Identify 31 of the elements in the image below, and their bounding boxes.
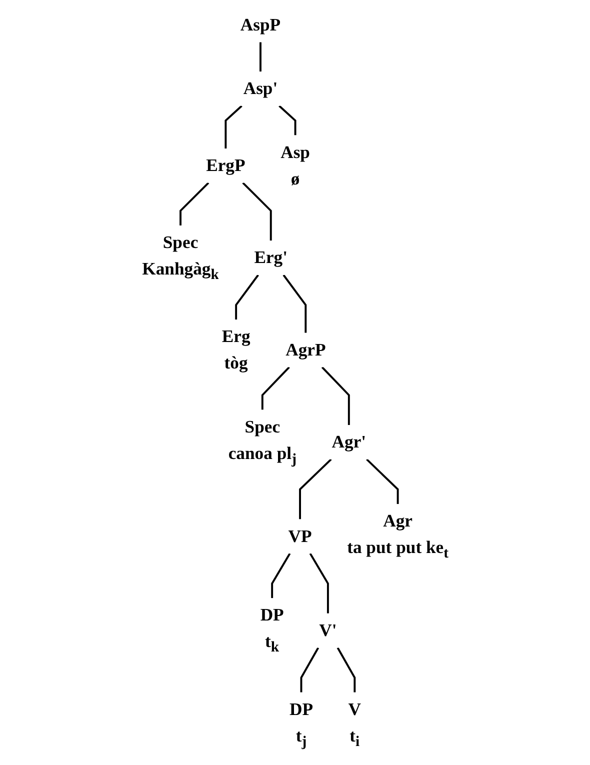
node-text: AgrP [285, 340, 326, 360]
node-text: AspP [240, 14, 280, 34]
node-text: ErgP [206, 155, 245, 175]
connector [261, 366, 290, 410]
node-text: Asp ø [280, 142, 310, 188]
connector [259, 42, 262, 72]
connector [366, 458, 398, 504]
node-text: V t$_{i}$ [348, 699, 361, 750]
node-text: V' [318, 620, 336, 640]
node-text: DP t$_{j}$ [289, 699, 313, 750]
connector [321, 366, 350, 426]
connector [224, 105, 242, 148]
connector [282, 274, 306, 333]
node-text: Agr ta put put ke$_{t}$ [346, 510, 448, 562]
connector [298, 458, 332, 520]
connector [278, 105, 296, 136]
node-text: Erg tòg [222, 326, 250, 373]
connector [234, 274, 259, 320]
connector [336, 647, 356, 692]
node-text: VP [288, 526, 312, 546]
connector [300, 647, 319, 692]
node-text: Agr' [331, 432, 366, 452]
node-text: Erg' [254, 248, 288, 268]
node-text: Asp' [242, 78, 278, 98]
connector [309, 553, 329, 614]
connector [179, 182, 209, 226]
node-text: DP t$_{k}$ [260, 605, 284, 656]
node-text: Spec Kanhgàg$_{k}$ [142, 232, 219, 283]
node-text: Spec canoa pl$_{j}$ [228, 416, 296, 468]
connector [270, 553, 290, 598]
connector [242, 182, 272, 241]
